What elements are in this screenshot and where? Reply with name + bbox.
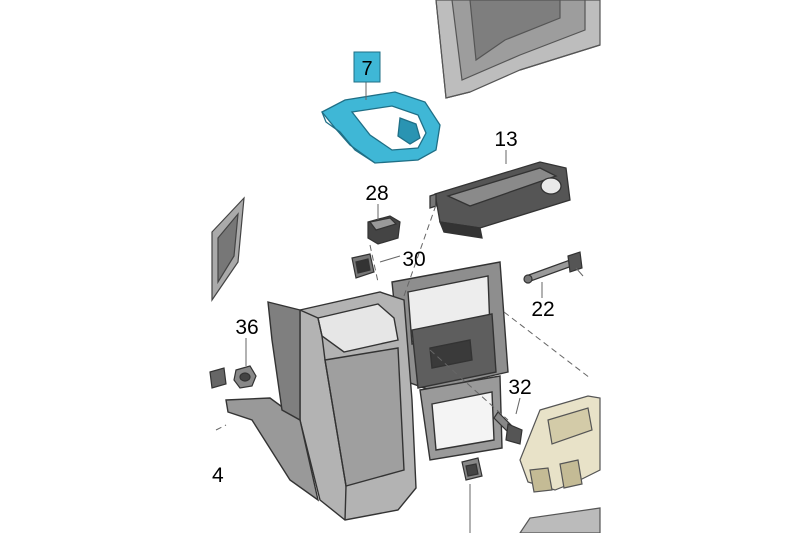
- part-7-bezel: [320, 91, 441, 164]
- center-console-body: [225, 261, 509, 521]
- callout-28-label: 28: [365, 182, 388, 205]
- lower-clip: [461, 457, 483, 481]
- part-13-tray: [429, 161, 571, 239]
- leader-lines: [215, 82, 591, 533]
- left-side-panel: [211, 196, 245, 302]
- part-30-bracket: [351, 253, 375, 279]
- callout-32-label: 32: [508, 376, 531, 399]
- callout-13-label: 13: [494, 128, 517, 151]
- callout-30-label: 30: [402, 248, 425, 271]
- right-side-bracket: [519, 395, 601, 493]
- part-28-clip: [367, 215, 401, 245]
- callout-36-label: 36: [235, 316, 258, 339]
- callout-7: 7: [353, 51, 381, 83]
- part-36-nut: [209, 365, 257, 389]
- bottom-right-fragment: [519, 507, 601, 533]
- callout-4-label: 4: [212, 464, 224, 487]
- part-22-bolt: [523, 251, 583, 284]
- callout-22-label: 22: [531, 298, 554, 321]
- dashboard-upper-panel: [435, 0, 601, 99]
- callout-7-label: 7: [361, 58, 372, 80]
- callout-7-highlight-box: [353, 51, 381, 83]
- part-32-screw: [493, 411, 523, 445]
